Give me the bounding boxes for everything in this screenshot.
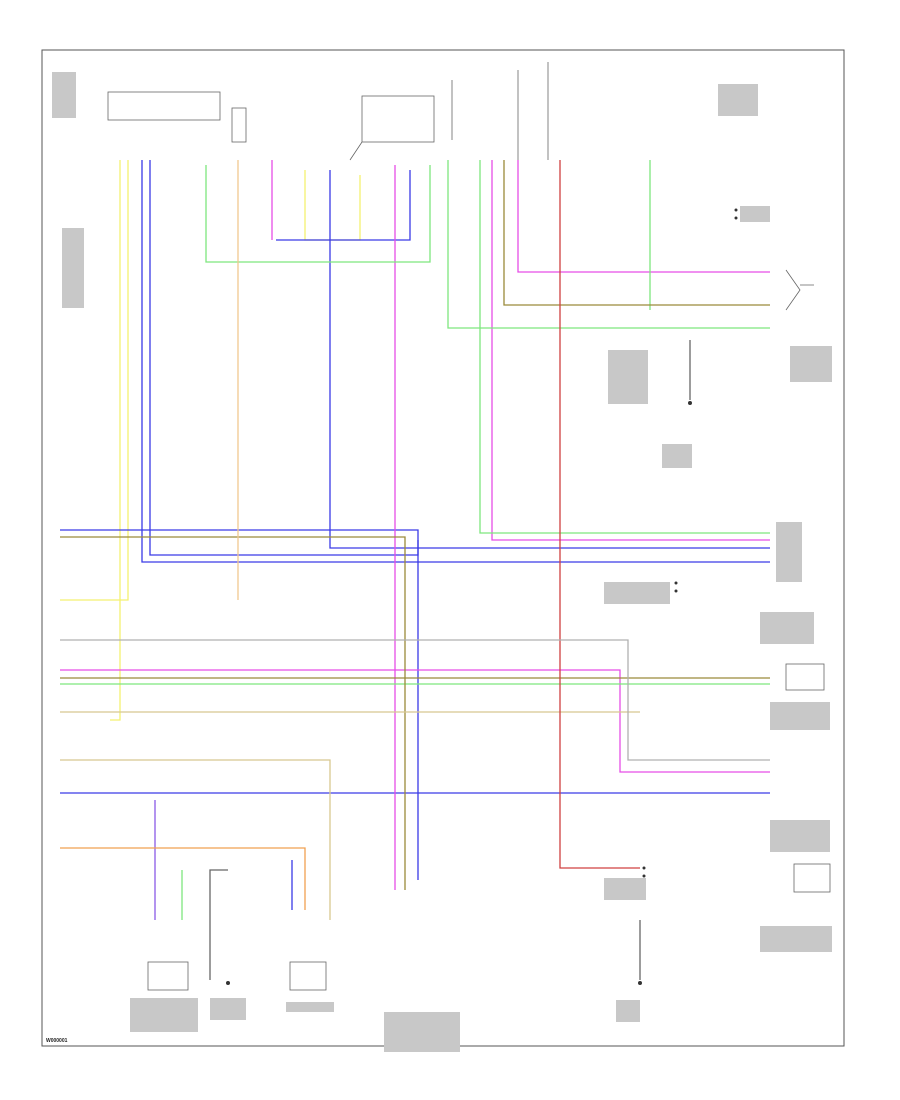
wire-magenta-3 <box>60 669 770 773</box>
right-components <box>147 269 831 991</box>
illegible-labels <box>52 72 832 1052</box>
wire-green-2 <box>447 160 770 329</box>
wire-red-1 <box>559 160 640 869</box>
ground-point-1 <box>688 401 692 405</box>
ground-point-2 <box>638 981 642 985</box>
wire-green-1 <box>205 165 431 263</box>
label-block-14 <box>760 926 832 952</box>
wire-orange-1 <box>60 847 306 910</box>
wire-magenta-5 <box>517 160 770 273</box>
wire-blue-4 <box>329 170 770 549</box>
switch-symbol <box>785 269 814 311</box>
wire-yellow-3 <box>304 170 361 241</box>
relay-lead <box>349 141 363 161</box>
wire-olive-1 <box>503 160 770 306</box>
footer-code: W000001 <box>46 1038 68 1044</box>
wire-yellow-1 <box>110 160 121 721</box>
connector-dot-6 <box>642 874 646 878</box>
label-block-4 <box>740 206 770 222</box>
ground-point-3 <box>226 981 230 985</box>
wire-ground-3 <box>209 869 228 980</box>
label-block-10 <box>760 612 814 644</box>
bottom-module-1 <box>147 961 189 991</box>
label-block-16 <box>130 998 198 1032</box>
wire-blue-1 <box>141 160 770 563</box>
label-block-13 <box>604 878 646 900</box>
label-block-6 <box>608 350 648 404</box>
bottom-module-2 <box>289 961 327 991</box>
label-block-1 <box>52 72 76 118</box>
label-block-17 <box>210 998 246 1020</box>
fuse-block <box>231 107 247 143</box>
label-block-19 <box>384 1012 460 1052</box>
label-block-11 <box>770 702 830 730</box>
wire-olive-2 <box>60 536 406 890</box>
wire-magenta-4 <box>491 160 770 541</box>
wires <box>60 160 770 980</box>
wire-tan-1 <box>60 759 331 920</box>
wire-green-3 <box>479 160 770 534</box>
wire-blue-2 <box>149 160 419 556</box>
connector-dot-5 <box>642 866 646 870</box>
label-block-5 <box>790 346 832 382</box>
wire-grey-1 <box>60 639 770 761</box>
wire-yellow-2 <box>60 160 129 601</box>
ground-symbols <box>226 208 738 985</box>
label-block-3 <box>718 84 758 116</box>
module-box-1 <box>785 663 825 691</box>
fuse-junction-box <box>107 91 221 121</box>
wire-blue-5 <box>276 170 411 241</box>
wire-blue-3 <box>60 529 419 880</box>
label-block-2 <box>62 228 84 308</box>
label-block-9 <box>604 582 670 604</box>
label-block-12 <box>770 820 830 852</box>
connector-dot-2 <box>734 216 738 220</box>
top-components <box>107 62 549 161</box>
relay-box <box>361 95 435 143</box>
label-block-7 <box>662 444 692 468</box>
module-box-2 <box>793 863 831 893</box>
label-block-18 <box>286 1002 334 1012</box>
connector-dot-1 <box>734 208 738 212</box>
label-block-8 <box>776 522 802 582</box>
connector-dot-3 <box>674 581 678 585</box>
connector-dot-4 <box>674 589 678 593</box>
label-block-15 <box>616 1000 640 1022</box>
